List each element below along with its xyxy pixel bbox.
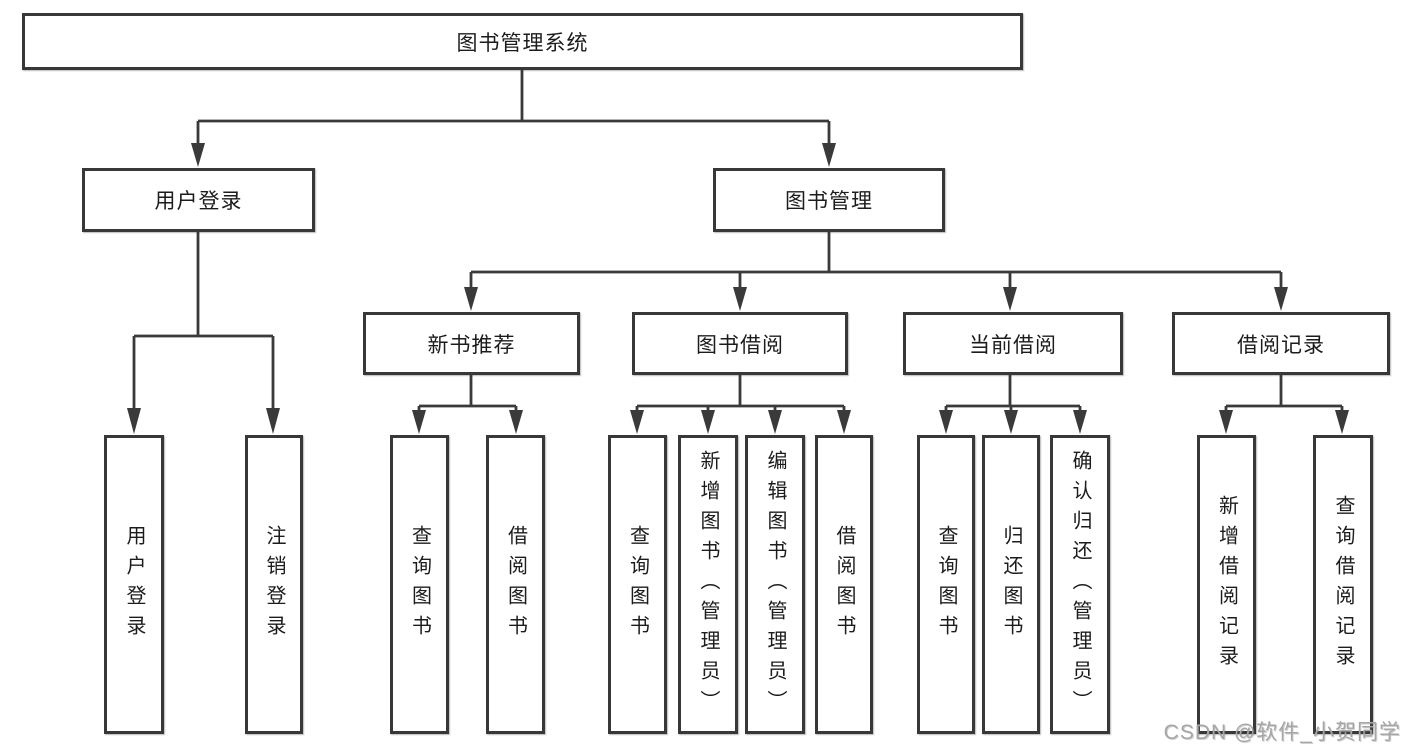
- leaf-add-books-admin: 新增图书（管理员）: [678, 435, 738, 734]
- node-borrowing-records-label: 借阅记录: [1237, 333, 1325, 357]
- leaf-add-borrow-record-label: 新增借阅记录: [1215, 494, 1238, 675]
- leaf-user-login: 用户登录: [104, 435, 164, 734]
- leaf-user-login-label: 用户登录: [123, 524, 145, 645]
- leaf-query-books-recommend: 查询图书: [390, 435, 449, 734]
- node-new-book-recommend: 新书推荐: [363, 312, 580, 375]
- node-borrowing-records: 借阅记录: [1172, 312, 1390, 375]
- leaf-confirm-return-admin-label: 确认归还（管理员）: [1069, 449, 1091, 720]
- leaf-borrow-books: 借阅图书: [815, 435, 873, 734]
- leaf-query-borrow-record: 查询借阅记录: [1313, 435, 1373, 734]
- leaf-add-borrow-record: 新增借阅记录: [1197, 435, 1256, 734]
- leaf-query-books-current: 查询图书: [917, 435, 975, 734]
- node-root-system: 图书管理系统: [22, 13, 1023, 70]
- leaf-return-books: 归还图书: [982, 435, 1040, 734]
- leaf-query-borrow-record-label: 查询借阅记录: [1332, 494, 1354, 675]
- node-current-borrowing: 当前借阅: [903, 312, 1123, 375]
- leaf-borrow-books-recommend: 借阅图书: [486, 435, 545, 734]
- leaf-add-books-admin-label: 新增图书（管理员）: [697, 449, 719, 720]
- node-book-borrowing: 图书借阅: [632, 312, 848, 375]
- leaf-query-books-recommend-label: 查询图书: [408, 524, 431, 645]
- node-root-label: 图书管理系统: [456, 31, 589, 55]
- node-book-management: 图书管理: [713, 168, 945, 232]
- leaf-logout-label: 注销登录: [263, 524, 285, 645]
- node-book-management-label: 图书管理: [785, 190, 873, 213]
- node-user-login-group: 用户登录: [82, 168, 315, 232]
- csdn-watermark: CSDN @软件_小贺同学: [1163, 721, 1401, 744]
- leaf-borrow-books-label: 借阅图书: [833, 524, 855, 645]
- leaf-query-books-borrowing: 查询图书: [608, 435, 667, 734]
- node-new-book-recommend-label: 新书推荐: [427, 333, 516, 357]
- leaf-confirm-return-admin: 确认归还（管理员）: [1050, 435, 1110, 734]
- leaf-query-books-borrowing-label: 查询图书: [626, 524, 649, 645]
- leaf-return-books-label: 归还图书: [1000, 524, 1022, 645]
- node-user-login-group-label: 用户登录: [154, 190, 243, 213]
- leaf-edit-books-admin: 编辑图书（管理员）: [745, 435, 805, 734]
- leaf-query-books-current-label: 查询图书: [935, 524, 957, 645]
- leaf-borrow-books-recommend-label: 借阅图书: [504, 524, 527, 645]
- node-book-borrowing-label: 图书借阅: [696, 333, 784, 357]
- leaf-logout: 注销登录: [245, 435, 303, 734]
- node-current-borrowing-label: 当前借阅: [969, 333, 1057, 357]
- leaf-edit-books-admin-label: 编辑图书（管理员）: [764, 449, 786, 720]
